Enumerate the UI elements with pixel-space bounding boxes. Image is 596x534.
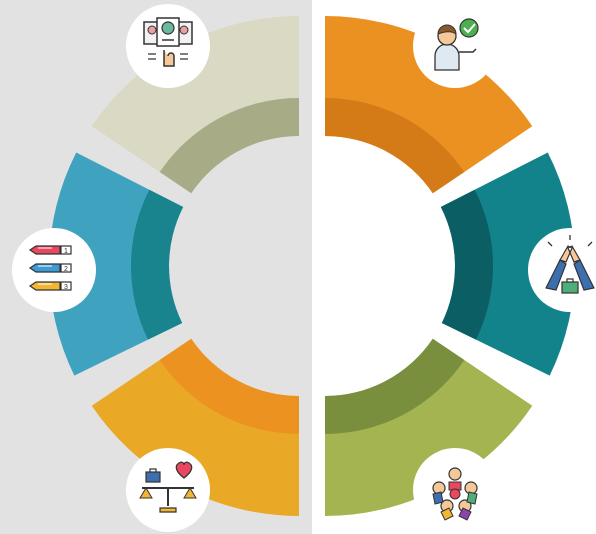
segment-work-life-balance-outer (91, 338, 300, 516)
segment-ranking-inner (130, 189, 184, 340)
segment-hired-outer (325, 16, 533, 194)
team-circle-icon (413, 448, 497, 532)
ranked-list-icon: 1 2 3 (12, 228, 96, 312)
approved-person-icon (413, 4, 497, 88)
candidate-selection-icon (126, 4, 210, 88)
segment-candidate-selection-outer (91, 16, 300, 194)
ring-segments (49, 16, 575, 516)
segment-teamwork-outer (325, 338, 533, 516)
segment-teamwork-inner (325, 338, 465, 434)
segment-hired-inner (325, 98, 465, 194)
svg-text:2: 2 (64, 266, 68, 273)
segment-candidate-selection-inner (159, 98, 299, 194)
high-five-briefcase-icon (528, 228, 596, 312)
segment-work-life-balance-inner (159, 338, 299, 434)
segment-agreement-inner (440, 189, 494, 340)
svg-text:3: 3 (64, 284, 68, 291)
svg-text:1: 1 (64, 248, 68, 255)
balance-scale-icon (126, 448, 210, 532)
